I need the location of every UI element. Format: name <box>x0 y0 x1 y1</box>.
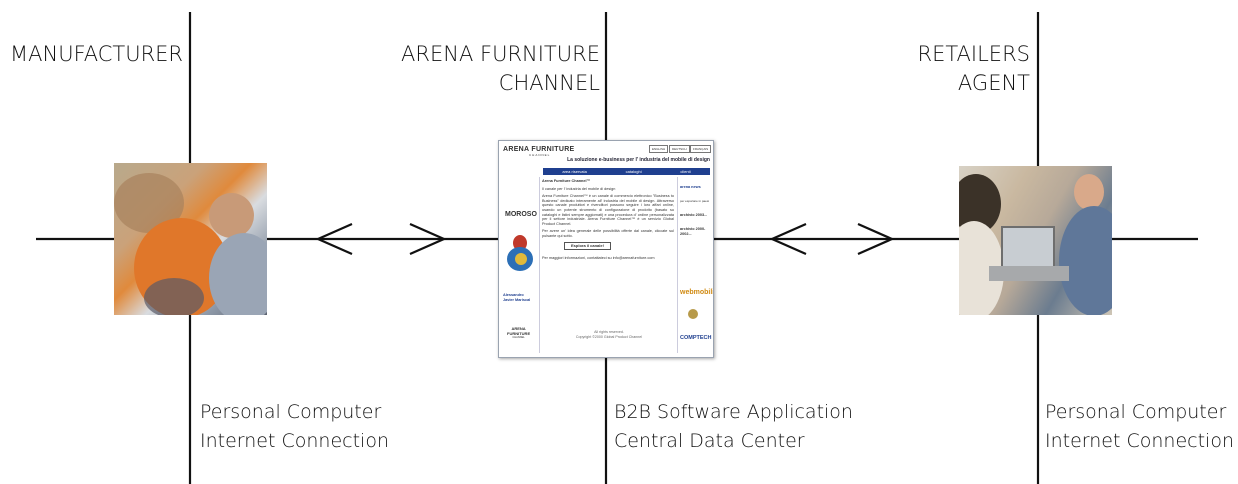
site-body: Arena Furniture Channel™ è un canale di … <box>542 194 674 226</box>
website-screenshot: ARENA FURNITURE CHANNEL ENGLISH DEUTSCH … <box>498 140 714 358</box>
site-logo: ARENA FURNITURE <box>503 146 575 153</box>
lang-deutsch[interactable]: DEUTSCH <box>669 145 690 153</box>
explore-button[interactable]: Esplora il canale! <box>564 241 611 251</box>
webmobili-logo: webmobili <box>680 289 714 296</box>
nav-area-riservata[interactable]: area riservata <box>562 169 587 174</box>
pyramid-logo <box>688 309 698 319</box>
site-main-content: Arena Furniture Channel™ Il canale per l… <box>542 179 674 264</box>
news-title: arena news <box>680 185 701 189</box>
manufacturer-caption: Personal Computer Internet Connection <box>200 401 389 452</box>
arrow-left-icon <box>315 222 353 256</box>
arrow-right-icon-2 <box>857 222 895 256</box>
arena-channel-caption: B2B Software Application Central Data Ce… <box>614 401 853 452</box>
designer-names: Alessandro Javier Mariscal <box>503 293 531 302</box>
site-contact: Per maggiori informazioni, contattateci … <box>542 256 655 261</box>
manufacturer-title: MANUFACTURER <box>10 42 184 66</box>
site-right-column: arena news per esportare in paesi archiv… <box>677 177 714 353</box>
chair-image <box>507 235 533 275</box>
retailers-photo <box>959 166 1112 315</box>
moroso-logo: MOROSO <box>505 211 537 218</box>
site-footer: All rights reserved. Copyright ©2000 Glo… <box>575 330 643 339</box>
site-nav: area riservata cataloghi clienti <box>543 168 710 175</box>
manufacturer-photo <box>114 163 267 315</box>
retailers-caption: Personal Computer Internet Connection <box>1045 401 1234 452</box>
news-item: per esportare in paesi <box>680 199 710 203</box>
archive-2000-link[interactable]: archivio 2000-2002... <box>680 227 706 236</box>
nav-cataloghi[interactable]: cataloghi <box>625 169 642 174</box>
retailers-agent-title: RETAILERS AGENT <box>917 42 1030 95</box>
site-tagline: La soluzione e-business per l' industria… <box>567 157 710 163</box>
arrow-left-icon-2 <box>769 222 807 256</box>
site-logo-sub: CHANNEL <box>529 153 551 157</box>
site-body-2: Per avere un' idea generale delle possib… <box>542 229 674 238</box>
site-left-column: MOROSO Alessandro Javier Mariscal ARENA … <box>501 177 540 353</box>
arena-channel-title: ARENA FURNITURE CHANNEL <box>401 42 600 95</box>
lang-francais[interactable]: FRANÇAIS <box>690 145 712 153</box>
lang-english[interactable]: ENGLISH <box>649 145 669 153</box>
arena-footer-logo: ARENA FURNITURE CHANNEL <box>507 326 531 340</box>
site-subheading: Il canale per l' industria del mobile di… <box>542 186 616 191</box>
comptech-logo: COMPTECH <box>680 335 712 341</box>
nav-clienti[interactable]: clienti <box>680 169 691 174</box>
arrow-right-icon <box>409 222 447 256</box>
site-heading: Arena Furniture Channel™ <box>542 179 591 183</box>
archive-2003-link[interactable]: archivio 2003... <box>680 213 708 217</box>
